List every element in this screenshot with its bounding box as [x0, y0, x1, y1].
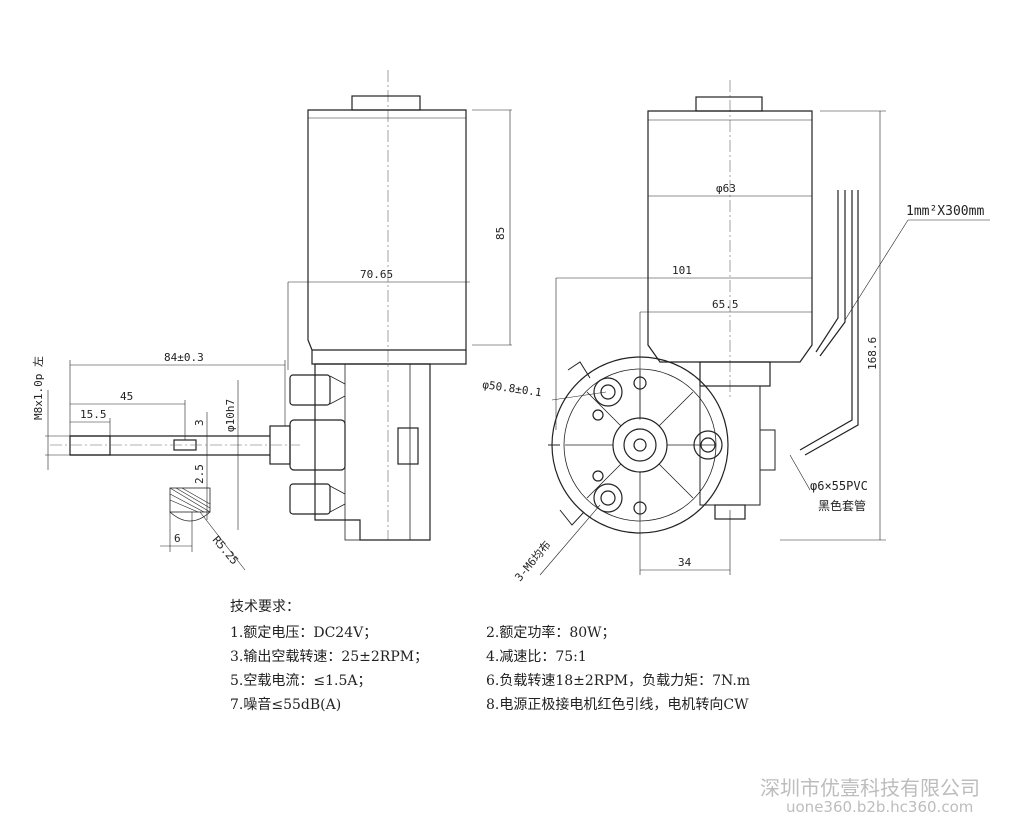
spec-item-6: 6.负载转速18±2RPM，负载力矩：7N.m: [486, 673, 751, 689]
dim-key-6: 6: [174, 532, 181, 545]
dim-holes: 3-M6均布: [512, 538, 553, 584]
dim-key-2-5: 2.5: [193, 464, 206, 484]
dim-thread: M8x1.0p 左: [32, 356, 45, 420]
dim-85: 85: [494, 227, 507, 240]
spec-item-4: 4.减速比：75:1: [486, 649, 587, 665]
dim-168-6: 168.6: [866, 337, 879, 370]
spec-item-7: 7.噪音≤55dB(A): [230, 697, 342, 713]
spec-item-8: 8.电源正极接电机红色引线，电机转向CW: [486, 697, 749, 713]
dim-45: 45: [120, 390, 133, 403]
front-view: [539, 80, 990, 576]
spec-item-3: 3.输出空载转速：25±2RPM；: [230, 649, 429, 665]
sleeve-desc: 黑色套管: [818, 498, 866, 513]
dim-key-3: 3: [193, 419, 206, 426]
spec-item-1: 1.额定电压：DC24V；: [230, 625, 378, 641]
watermark-url: uone360.b2b.hc360.com: [786, 798, 974, 816]
dim-84: 84±0.3: [164, 351, 204, 364]
dim-70-65: 70.65: [360, 268, 393, 281]
specs-title: 技术要求：: [230, 599, 300, 615]
dim-phi63: φ63: [716, 182, 736, 195]
spec-item-2: 2.额定功率：80W；: [486, 625, 616, 641]
side-view: [45, 70, 512, 571]
wire-spec: 1mm²X300mm: [906, 204, 984, 219]
watermark-company: 深圳市优壹科技有限公司: [760, 776, 980, 800]
dim-radius: R5.25: [210, 534, 241, 568]
dim-65-5: 65.5: [712, 298, 739, 311]
spec-item-5: 5.空载电流：≤1.5A；: [230, 673, 372, 689]
dim-34: 34: [678, 556, 692, 569]
dim-15-5: 15.5: [80, 408, 107, 421]
dim-phi10h7: φ10h7: [224, 399, 237, 432]
dim-flange: φ50.8±0.1: [482, 378, 543, 399]
dim-101: 101: [672, 264, 692, 277]
sleeve-spec: φ6×55PVC: [810, 479, 868, 493]
